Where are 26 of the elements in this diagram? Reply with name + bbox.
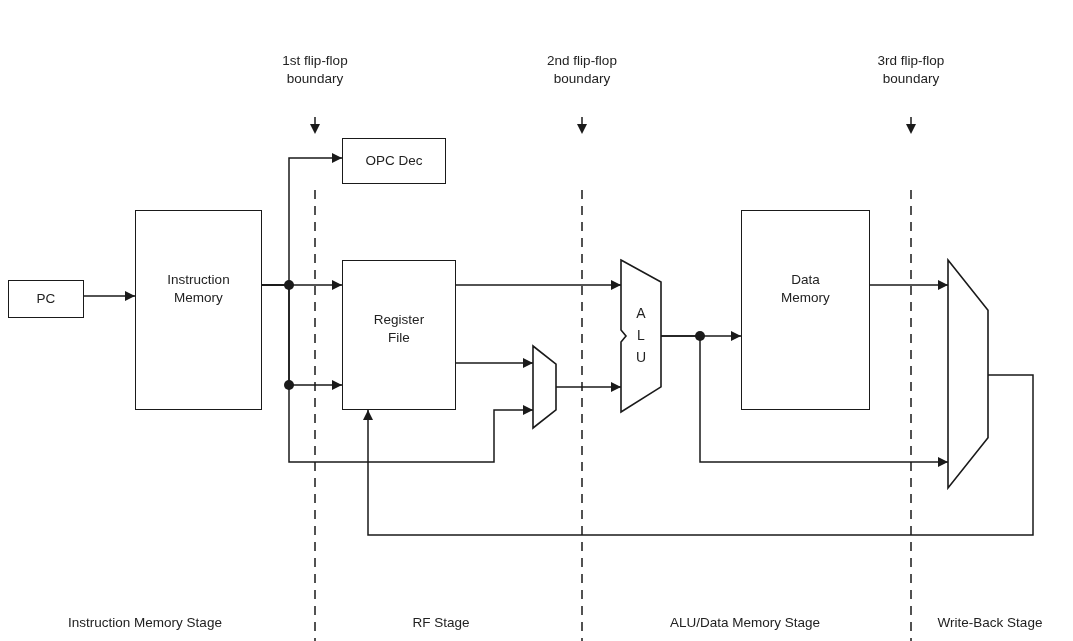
signal-arrow bbox=[455, 280, 622, 290]
stage-label: ALU/Data Memory Stage bbox=[669, 614, 821, 632]
stage-label: Instruction Memory Stage bbox=[68, 614, 222, 632]
alu-shape bbox=[621, 260, 661, 412]
register-box bbox=[8, 280, 84, 318]
multiplexer-shape bbox=[533, 346, 556, 428]
register-file-block bbox=[342, 260, 456, 410]
stage-label: RF Stage bbox=[412, 614, 470, 632]
signal-arrow bbox=[363, 374, 1034, 536]
stage-label: Write-Back Stage bbox=[937, 614, 1043, 632]
boundary-label: 2nd flip-flop boundary bbox=[546, 52, 618, 89]
decoder-box bbox=[342, 138, 446, 184]
signal-arrow bbox=[455, 358, 534, 368]
boundary-label: 3rd flip-flop boundary bbox=[876, 52, 946, 89]
multiplexer-shape bbox=[948, 260, 988, 488]
node-label: PC bbox=[36, 290, 56, 308]
boundary-label: 1st flip-flop boundary bbox=[281, 52, 349, 89]
node-label: OPC Dec bbox=[365, 152, 423, 170]
memory-block bbox=[135, 210, 262, 410]
signal-arrow bbox=[869, 280, 949, 290]
node-label: Instruction Memory bbox=[166, 271, 231, 307]
memory-block bbox=[741, 210, 870, 410]
node-label: Register File bbox=[372, 311, 426, 347]
node-label: A L U bbox=[634, 304, 648, 367]
node-label: Data Memory bbox=[780, 271, 831, 307]
signal-arrow bbox=[83, 291, 136, 301]
